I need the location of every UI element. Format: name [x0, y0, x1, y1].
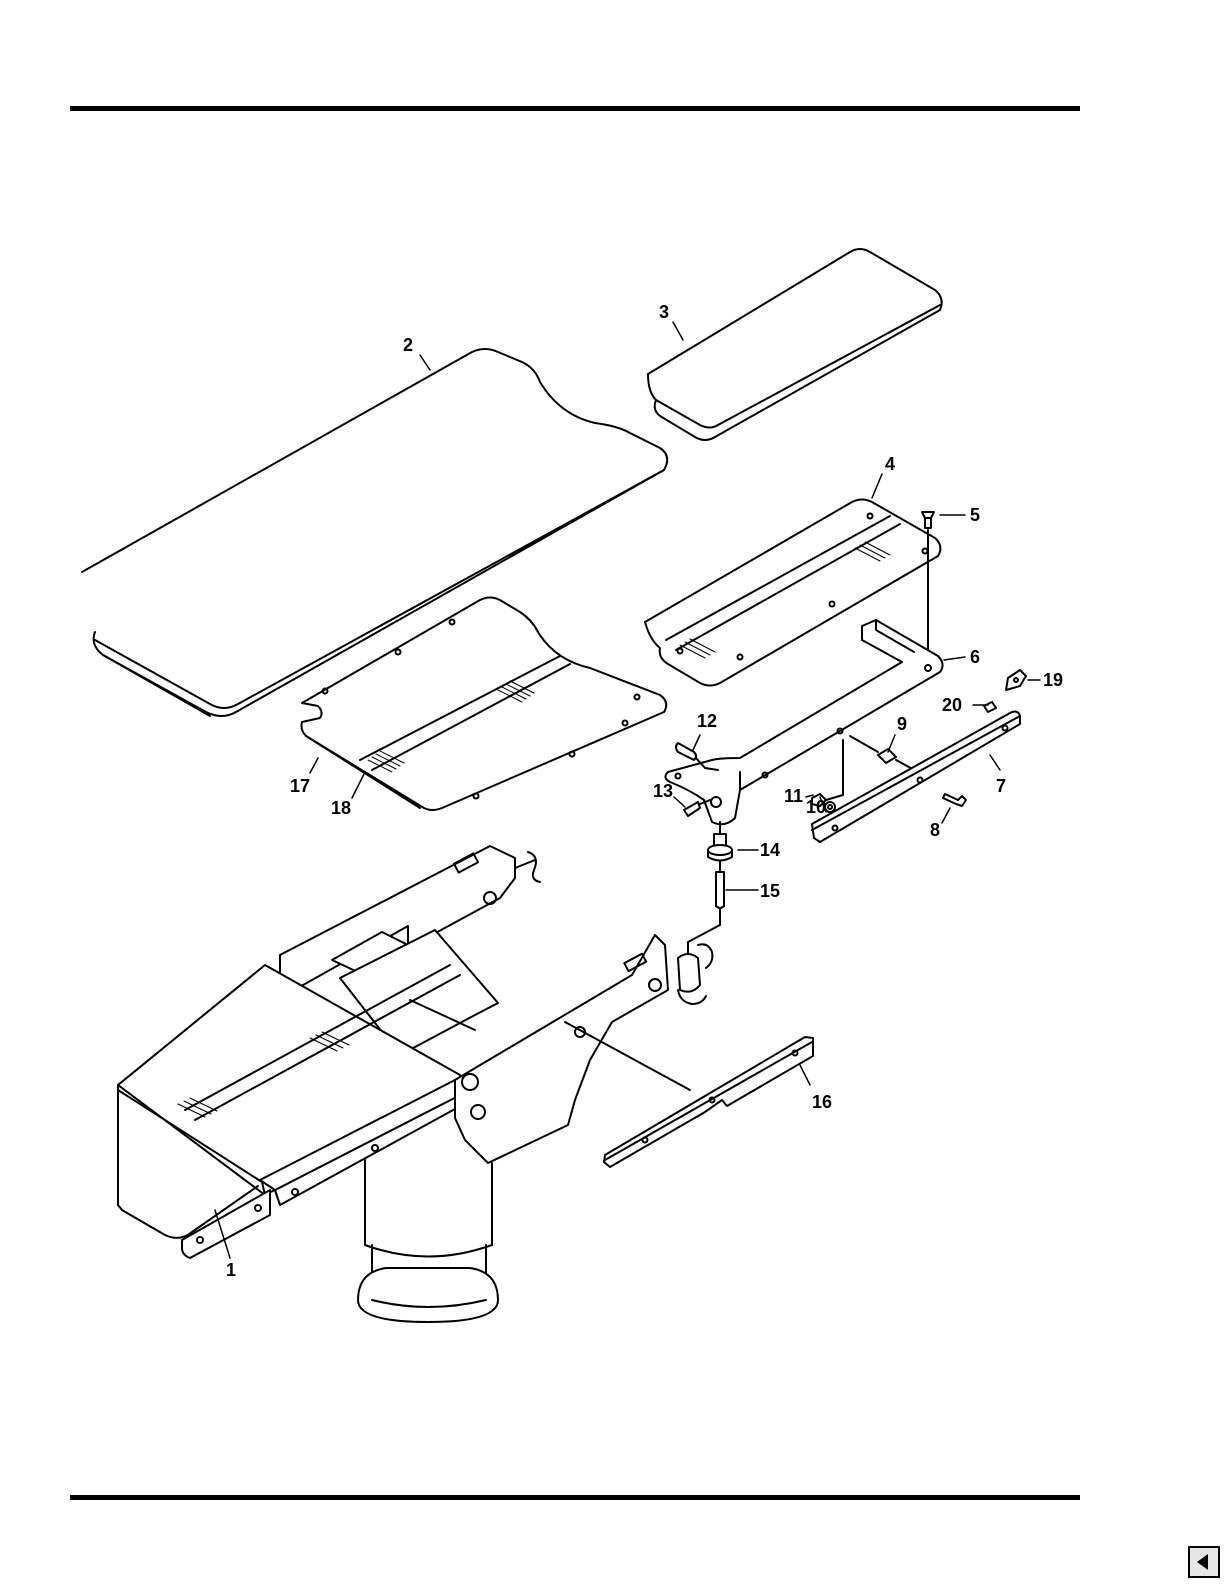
part-3-head-pad [648, 249, 942, 440]
callout-7: 7 [996, 776, 1006, 796]
clamp-knob [678, 944, 712, 1004]
callout-18: 18 [331, 798, 351, 818]
triangle-left-icon [1197, 1554, 1208, 1570]
part-19-clip [1006, 670, 1026, 690]
part-14-bushing [708, 822, 732, 861]
callout-12: 12 [697, 711, 717, 731]
callout-1: 1 [226, 1260, 236, 1280]
callout-15: 15 [760, 881, 780, 901]
previous-page-button[interactable] [1188, 1546, 1220, 1578]
part-16-lower-rail [565, 1022, 813, 1167]
callout-17: 17 [290, 776, 310, 796]
callout-20: 20 [942, 695, 962, 715]
callout-9: 9 [897, 714, 907, 734]
part-9-spacer [850, 736, 918, 772]
part-20-pin [984, 702, 996, 712]
part-8-bolt [943, 794, 966, 806]
callout-16: 16 [812, 1092, 832, 1112]
part-10-washer [825, 802, 835, 812]
callout-10: 10 [806, 797, 826, 817]
callout-2: 2 [403, 335, 413, 355]
callout-5: 5 [970, 505, 980, 525]
part-15-shaft [688, 862, 724, 955]
callout-8: 8 [930, 820, 940, 840]
callout-13: 13 [653, 781, 673, 801]
callout-11: 11 [784, 786, 803, 806]
callout-6: 6 [970, 647, 980, 667]
callout-4: 4 [885, 454, 895, 474]
callout-19: 19 [1043, 670, 1063, 690]
callout-14: 14 [760, 840, 780, 860]
part-1-table-base-assembly [118, 846, 668, 1322]
callout-3: 3 [659, 302, 669, 322]
